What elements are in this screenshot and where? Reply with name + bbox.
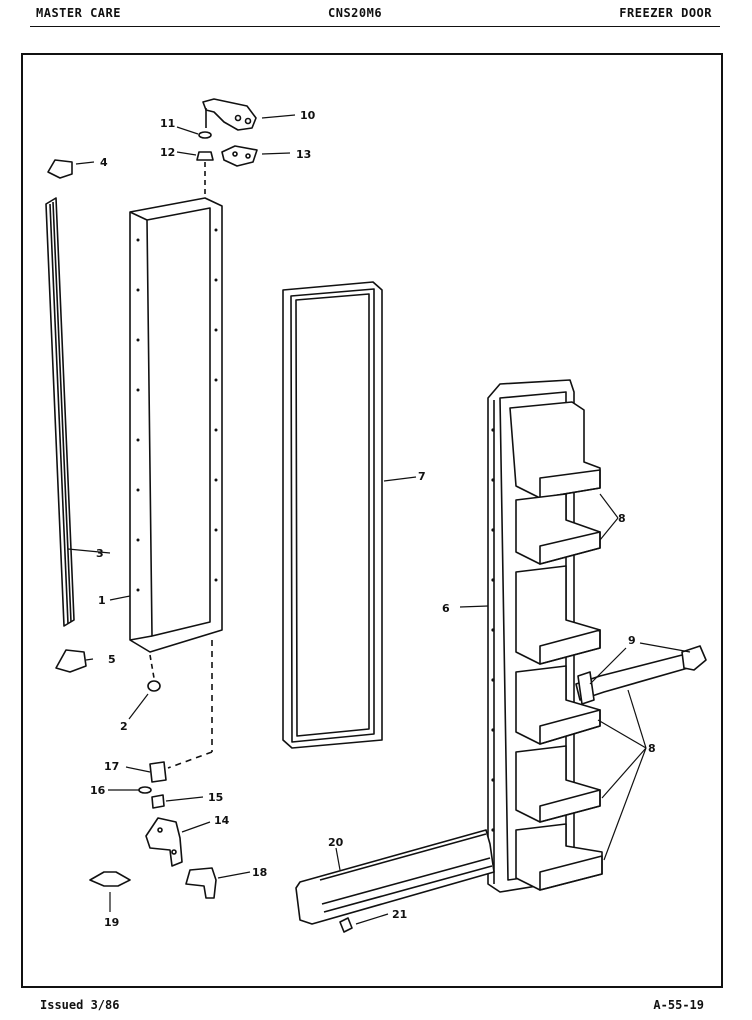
callout-12: 12: [160, 146, 175, 159]
callout-14: 14: [214, 814, 230, 827]
callout-1: 1: [98, 594, 106, 607]
top-hinge-part: [202, 98, 257, 131]
spacer-part: [151, 794, 165, 809]
door-panel-holes: [136, 228, 218, 592]
callout-11: 11: [160, 117, 175, 130]
callout-10: 10: [300, 109, 316, 122]
diagram-frame: [21, 53, 723, 988]
callout-8-upper: 8: [618, 512, 626, 525]
footer-code: A-55-19: [653, 998, 704, 1012]
hinge-plate-part: [185, 867, 217, 899]
shelf-bar-part: [575, 645, 707, 705]
header-rule: [30, 26, 720, 27]
liner-holes: [491, 428, 495, 832]
callout-20: 20: [328, 836, 344, 849]
callout-labels: 10 11 12 13 4 3 1 5 2 7 6 8 9 8 17 16 15…: [90, 109, 656, 929]
callout-15: 15: [208, 791, 223, 804]
callout-leaders: [67, 114, 691, 925]
callout-8-lower: 8: [648, 742, 656, 755]
door-shelves-part: [509, 401, 603, 891]
callout-3: 3: [96, 547, 104, 560]
footer-issued: Issued 3/86: [40, 998, 120, 1012]
door-panel-part: [129, 197, 223, 653]
callout-19: 19: [104, 916, 119, 929]
callout-13: 13: [296, 148, 311, 161]
hinge-pin-bushing-part: [149, 761, 167, 783]
callout-4: 4: [100, 156, 108, 169]
bottom-hinge-part: [145, 817, 183, 867]
bushing-part: [196, 151, 214, 161]
handle-trim-part: [45, 197, 75, 627]
callout-2: 2: [120, 720, 128, 733]
callout-21: 21: [392, 908, 407, 921]
door-bar-part: [295, 829, 495, 925]
washer-part: [198, 131, 212, 139]
bottom-washer-part: [138, 786, 152, 794]
bottom-cap-part: [55, 649, 87, 673]
header-model: CNS20M6: [328, 6, 383, 20]
callout-9: 9: [628, 634, 636, 647]
header-brand: MASTER CARE: [36, 6, 121, 20]
callout-5: 5: [108, 653, 116, 666]
bracket-part: [89, 871, 131, 887]
callout-18: 18: [252, 866, 267, 879]
header-section: FREEZER DOOR: [619, 6, 712, 20]
hinge-shim-part: [221, 145, 258, 167]
callout-17: 17: [104, 760, 119, 773]
callout-7: 7: [418, 470, 426, 483]
callout-16: 16: [90, 784, 106, 797]
callout-6: 6: [442, 602, 450, 615]
top-cap-part: [47, 159, 73, 179]
door-gasket-part: [282, 281, 383, 749]
bottom-bushing-part: [147, 680, 161, 692]
screw-part: [339, 917, 353, 933]
